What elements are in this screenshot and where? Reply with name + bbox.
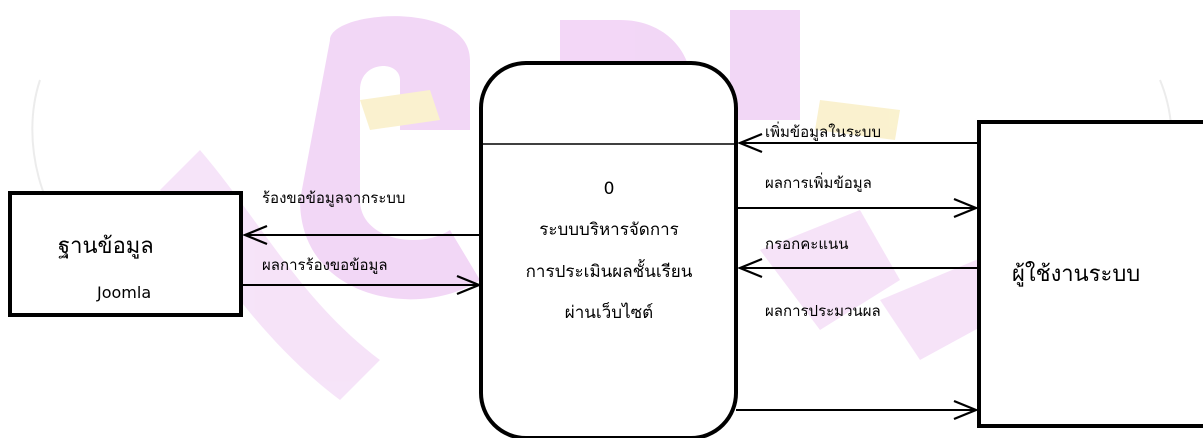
label-enter-scores: กรอกคะแนน [765,235,849,253]
process-name-line-3: ผ่านเว็บไซต์ [564,303,654,323]
external-entity-box [977,120,1203,428]
label-request-result: ผลการร้องขอข้อมูล [262,256,388,274]
label-request-data: ร้องขอข้อมูลจากระบบ [262,189,406,207]
process-name-line-1: ระบบบริหารจัดการ [539,220,679,240]
datastore-subtitle: Joomla [97,283,152,302]
process-number: 0 [603,179,615,199]
process-name-line-2: การประเมินผลชั้นเรียน [525,262,693,282]
process-box [479,61,738,438]
datastore-title: ฐานข้อมูล [58,234,154,259]
label-add-data: เพิ่มข้อมูลในระบบ [765,123,881,141]
label-processing-result: ผลการประมวนผล [765,302,881,320]
external-entity-title: ผู้ใช้งานระบบ [1012,262,1141,287]
datastore-box [8,191,243,317]
label-add-result: ผลการเพิ่มข้อมูล [765,174,872,192]
